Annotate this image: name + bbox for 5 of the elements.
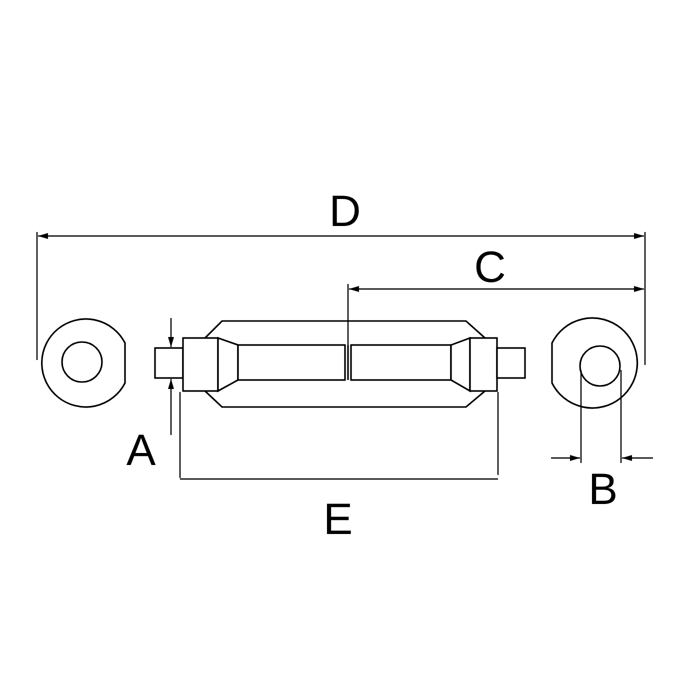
dimension-label: C xyxy=(474,246,506,290)
dimension-label: D xyxy=(329,190,361,234)
dimension-label: B xyxy=(588,468,618,512)
dimension-label: E xyxy=(323,498,353,542)
dimension-label: A xyxy=(126,429,156,473)
